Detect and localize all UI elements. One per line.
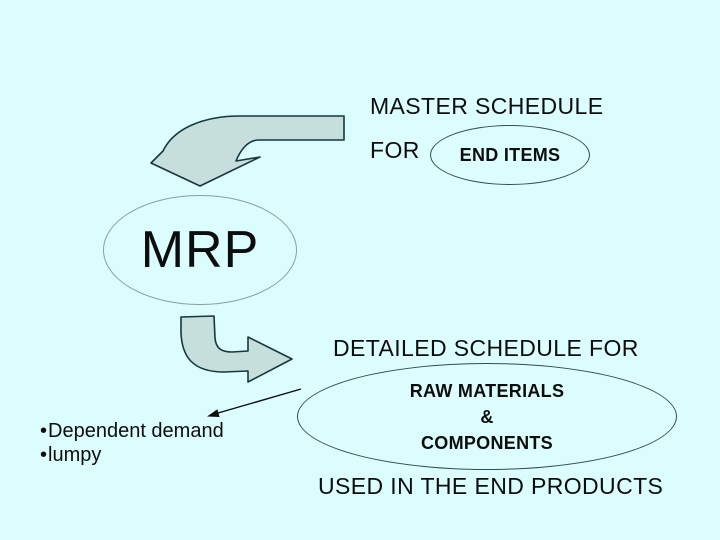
- raw-materials-line2: &: [480, 406, 494, 427]
- bullet-glyph: •: [40, 444, 48, 466]
- raw-materials-ellipse: RAW MATERIALS & COMPONENTS: [297, 363, 677, 470]
- mrp-label: MRP: [140, 221, 260, 279]
- notes-list: •Dependent demand •lumpy: [40, 419, 224, 467]
- end-items-ellipse: END ITEMS: [430, 125, 590, 185]
- used-in-footer: USED IN THE END PRODUCTS: [318, 473, 664, 499]
- callout-arrow-icon: [207, 388, 302, 417]
- detailed-schedule-title: DETAILED SCHEDULE FOR: [333, 335, 639, 361]
- note-label: lumpy: [48, 444, 102, 466]
- master-schedule-title-line1: MASTER SCHEDULE: [370, 93, 604, 119]
- list-item: •Dependent demand: [40, 419, 224, 443]
- bullet-glyph: •: [40, 420, 48, 442]
- master-schedule-title-line2: FOR: [370, 137, 420, 163]
- curved-right-arrow-icon: [180, 315, 293, 383]
- list-item: •lumpy: [40, 443, 224, 467]
- note-label: Dependent demand: [48, 420, 224, 442]
- curved-down-arrow-icon: [150, 115, 345, 187]
- raw-materials-line3: COMPONENTS: [420, 432, 553, 453]
- mrp-ellipse: MRP: [103, 195, 297, 305]
- end-items-label: END ITEMS: [459, 144, 561, 165]
- raw-materials-line1: RAW MATERIALS: [409, 380, 565, 401]
